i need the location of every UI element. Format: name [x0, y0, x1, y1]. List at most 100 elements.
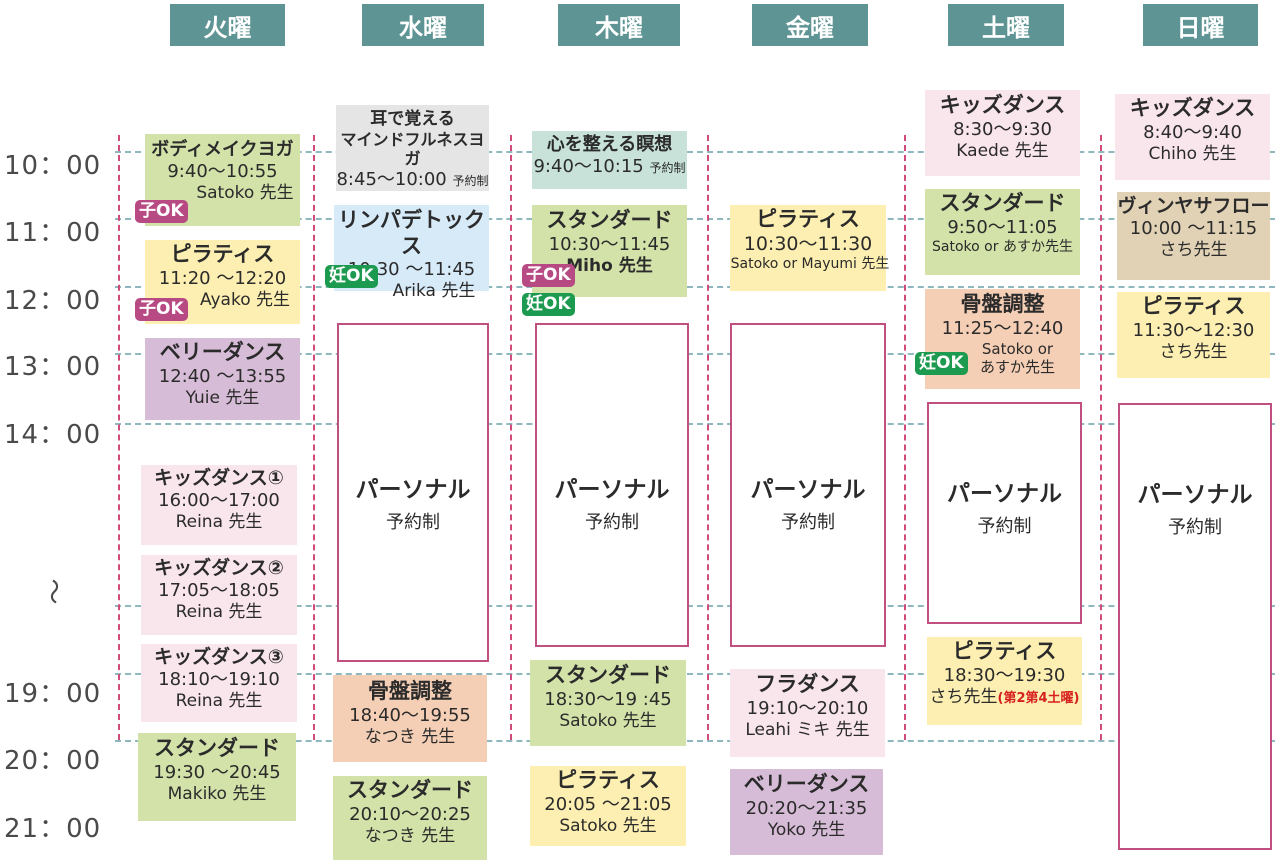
class-teacher: あすか先生: [979, 357, 1055, 376]
class-block-wed-lymph-detox[interactable]: リンパデトックス 10:30 〜11:45 Arika 先生: [334, 205, 489, 301]
class-title: スタンダード: [939, 191, 1066, 215]
personal-subtitle: 予約制: [386, 512, 440, 533]
class-time: 18:30〜19:30: [943, 664, 1066, 686]
class-time: 18:30〜19 :45: [544, 688, 672, 710]
class-block-sun-vinyasa-flow[interactable]: ヴィンヤサフロー 10:00 〜11:15 さち先生: [1117, 192, 1270, 280]
grid-line-14: [115, 423, 1275, 425]
class-title: ベリーダンス: [159, 340, 286, 364]
class-block-sat-standard[interactable]: スタンダード 9:50〜11:05 Satoko or あすか先生: [925, 189, 1080, 275]
day-header-sun: 日曜: [1143, 4, 1258, 46]
class-block-fri-hula[interactable]: フラダンス 19:10〜20:10 Leahi ミキ 先生: [730, 669, 885, 757]
personal-block-wed[interactable]: パーソナル 予約制: [337, 323, 489, 662]
class-title: キッズダンス③: [154, 646, 284, 668]
class-teacher: Chiho 先生: [1148, 143, 1237, 164]
personal-block-thu[interactable]: パーソナル 予約制: [535, 323, 689, 647]
class-time: 20:10〜20:25: [349, 803, 471, 825]
time-label-11: 11：00: [4, 218, 102, 248]
class-time: 20:20〜21:35: [745, 797, 868, 819]
reservation-note: 予約制: [649, 160, 686, 175]
class-title: ピラティス: [170, 242, 275, 266]
class-block-sun-kids-dance[interactable]: キッズダンス 8:40〜9:40 Chiho 先生: [1115, 94, 1270, 180]
class-title: マインドフルネスヨガ: [340, 129, 485, 169]
class-time: 10:30 〜11:45: [347, 259, 476, 281]
class-block-sat-pilates[interactable]: ピラティス 18:30〜19:30 さち先生(第2第4土曜): [927, 637, 1082, 725]
reservation-note: 予約制: [452, 173, 489, 188]
class-title: スタンダード: [154, 736, 280, 760]
class-time: 19:30 〜20:45: [153, 761, 281, 783]
class-teacher: Satoko 先生: [196, 182, 294, 203]
child-ok-badge: 子OK: [135, 298, 188, 321]
grid-vline: [904, 135, 906, 740]
class-block-tue-kids-dance-3[interactable]: キッズダンス③ 18:10〜19:10 Reina 先生: [141, 644, 297, 722]
class-title: ピラティス: [1141, 294, 1246, 318]
grid-vline: [118, 135, 120, 740]
class-block-tue-kids-dance-1[interactable]: キッズダンス① 16:00〜17:00 Reina 先生: [141, 465, 297, 545]
class-title: 耳で覚える: [370, 109, 455, 129]
class-time: 9:50〜11:05: [947, 216, 1058, 238]
grid-vline: [313, 135, 315, 740]
class-title: ボディメイクヨガ: [151, 139, 294, 160]
class-block-thu-meditation[interactable]: 心を整える瞑想 9:40〜10:15 予約制: [532, 131, 687, 189]
time-label-ellipsis: 〜: [37, 578, 68, 606]
class-teacher: Miho 先生: [566, 255, 653, 276]
class-time: 18:40〜19:55: [349, 704, 471, 726]
class-teacher: Satoko 先生: [559, 710, 657, 731]
class-block-wed-standard[interactable]: スタンダード 20:10〜20:25 なつき 先生: [333, 776, 487, 860]
class-block-wed-mindfulness-yoga[interactable]: 耳で覚える マインドフルネスヨガ 8:45〜10:00 予約制: [336, 105, 489, 191]
class-block-tue-kids-dance-2[interactable]: キッズダンス② 17:05〜18:05 Reina 先生: [141, 555, 297, 635]
class-time: 12:40 〜13:55: [158, 365, 287, 387]
class-teacher: Satoko 先生: [559, 815, 657, 836]
class-title: リンパデトックス: [338, 208, 485, 258]
class-block-tue-pilates[interactable]: ピラティス 11:20 〜12:20 Ayako 先生: [145, 240, 300, 324]
class-time-text: 9:40〜10:15: [533, 155, 644, 177]
class-teacher: Satoko or: [981, 339, 1054, 358]
personal-subtitle: 予約制: [1168, 517, 1222, 538]
class-teacher: Ayako 先生: [200, 289, 290, 310]
class-block-thu-pilates[interactable]: ピラティス 20:05 〜21:05 Satoko 先生: [530, 766, 686, 846]
time-label-13: 13：00: [4, 352, 102, 382]
class-teacher-text: さち先生: [929, 686, 998, 707]
personal-block-sat[interactable]: パーソナル 予約制: [927, 402, 1082, 624]
class-teacher: Reina 先生: [175, 691, 263, 712]
class-block-sat-kids-dance[interactable]: キッズダンス 8:30〜9:30 Kaede 先生: [925, 90, 1080, 176]
class-block-thu-standard-evening[interactable]: スタンダード 18:30〜19 :45 Satoko 先生: [530, 660, 686, 746]
day-header-wed: 水曜: [362, 4, 484, 46]
class-title: スタンダード: [347, 778, 473, 802]
class-block-sun-pilates[interactable]: ピラティス 11:30〜12:30 さち先生: [1117, 292, 1270, 378]
class-block-thu-standard[interactable]: スタンダード 10:30〜11:45 Miho 先生: [532, 205, 687, 297]
personal-subtitle: 予約制: [585, 512, 639, 533]
schedule-note: (第2第4土曜): [997, 690, 1080, 706]
class-title: ヴィンヤサフロー: [1117, 195, 1270, 217]
class-title: ピラティス: [556, 768, 660, 792]
class-time: 16:00〜17:00: [158, 490, 280, 512]
class-teacher: さち先生(第2第4土曜): [927, 687, 1082, 708]
class-teacher: Arika 先生: [392, 281, 476, 302]
class-time: 17:05〜18:05: [158, 580, 280, 602]
class-block-wed-pelvis[interactable]: 骨盤調整 18:40〜19:55 なつき 先生: [333, 675, 487, 762]
time-label-12: 12：00: [4, 286, 102, 316]
day-header-sat: 土曜: [948, 4, 1064, 46]
class-title: 骨盤調整: [960, 292, 1045, 316]
personal-block-fri[interactable]: パーソナル 予約制: [730, 323, 886, 647]
class-block-fri-pilates[interactable]: ピラティス 10:30〜11:30 Satoko or Mayumi 先生: [730, 205, 889, 291]
time-label-20: 20：00: [4, 746, 102, 776]
class-block-tue-bodymake-yoga[interactable]: ボディメイクヨガ 9:40〜10:55 Satoko 先生: [145, 134, 300, 226]
personal-block-sun[interactable]: パーソナル 予約制: [1118, 403, 1272, 850]
day-header-thu: 木曜: [558, 4, 680, 46]
class-title: ベリーダンス: [743, 772, 870, 796]
class-time: 9:40〜10:55: [167, 160, 278, 182]
class-title: スタンダード: [545, 663, 671, 687]
class-block-tue-belly-dance[interactable]: ベリーダンス 12:40 〜13:55 Yuie 先生: [145, 338, 300, 420]
class-time: 10:30〜11:45: [548, 233, 671, 255]
child-ok-badge: 子OK: [522, 264, 575, 287]
class-teacher: Makiko 先生: [167, 783, 267, 804]
class-block-tue-standard[interactable]: スタンダード 19:30 〜20:45 Makiko 先生: [138, 733, 296, 821]
class-block-fri-belly-dance[interactable]: ベリーダンス 20:20〜21:35 Yoko 先生: [730, 769, 883, 855]
class-time: 19:10〜20:10: [746, 697, 869, 719]
personal-title: パーソナル: [750, 477, 866, 503]
class-title: スタンダード: [546, 208, 673, 232]
class-teacher: Yoko 先生: [767, 819, 846, 840]
grid-line-10: [115, 151, 1275, 153]
class-teacher: さち先生: [1159, 341, 1228, 362]
class-teacher: なつき 先生: [364, 825, 456, 846]
